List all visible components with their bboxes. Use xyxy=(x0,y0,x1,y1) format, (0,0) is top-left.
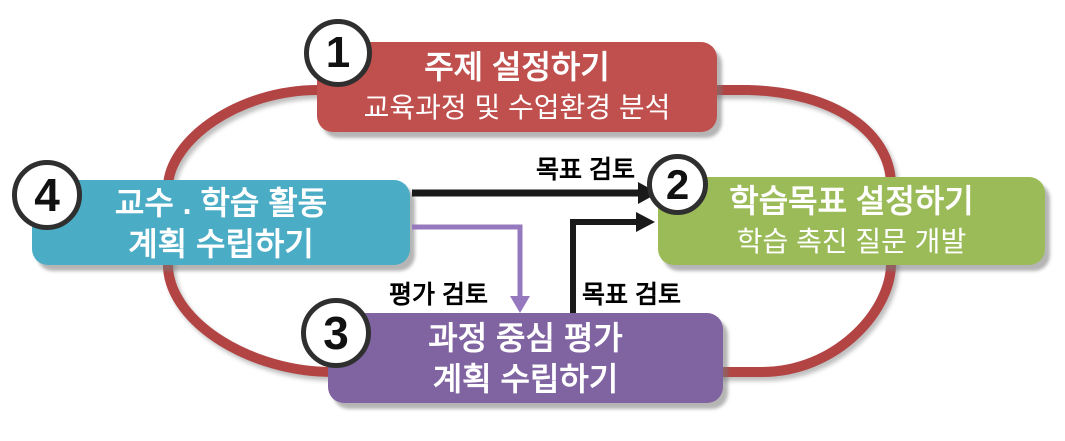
step-title: 교수 . 학습 활동 xyxy=(114,184,328,221)
step-box-process-assessment: 과정 중심 평가 계획 수립하기 xyxy=(328,313,723,403)
step-number-1: 1 xyxy=(304,19,372,87)
label-goal-review-top: 목표 검토 xyxy=(536,156,635,184)
step-subtitle: 교육과정 및 수업환경 분석 xyxy=(363,92,671,123)
arrow-eval-review xyxy=(412,224,530,313)
step-box-learning-objectives: 학습목표 설정하기 학습 촉진 질문 개발 xyxy=(658,177,1045,265)
arrowhead-right-icon xyxy=(636,212,655,232)
step-number-4: 4 xyxy=(12,160,82,230)
label-goal-review-bottom: 목표 검토 xyxy=(582,281,681,309)
step-subtitle: 계획 수립하기 xyxy=(432,361,619,397)
step-title: 주제 설정하기 xyxy=(424,49,610,85)
label-eval-review: 평가 검토 xyxy=(389,281,488,309)
step-title: 과정 중심 평가 xyxy=(428,320,623,356)
arrow-goal-review-bottom xyxy=(570,212,655,313)
step-subtitle: 계획 수립하기 xyxy=(128,225,314,262)
step-subtitle: 학습 촉진 질문 개발 xyxy=(736,226,967,257)
step-box-teaching-learning-activities: 교수 . 학습 활동 계획 수립하기 xyxy=(32,180,410,265)
step-title: 학습목표 설정하기 xyxy=(729,183,974,219)
step-number-2: 2 xyxy=(647,154,708,215)
step-box-topic-setting: 주제 설정하기 교육과정 및 수업환경 분석 xyxy=(317,42,717,132)
step-number-3: 3 xyxy=(301,298,371,368)
arrowhead-down-icon xyxy=(510,296,530,313)
